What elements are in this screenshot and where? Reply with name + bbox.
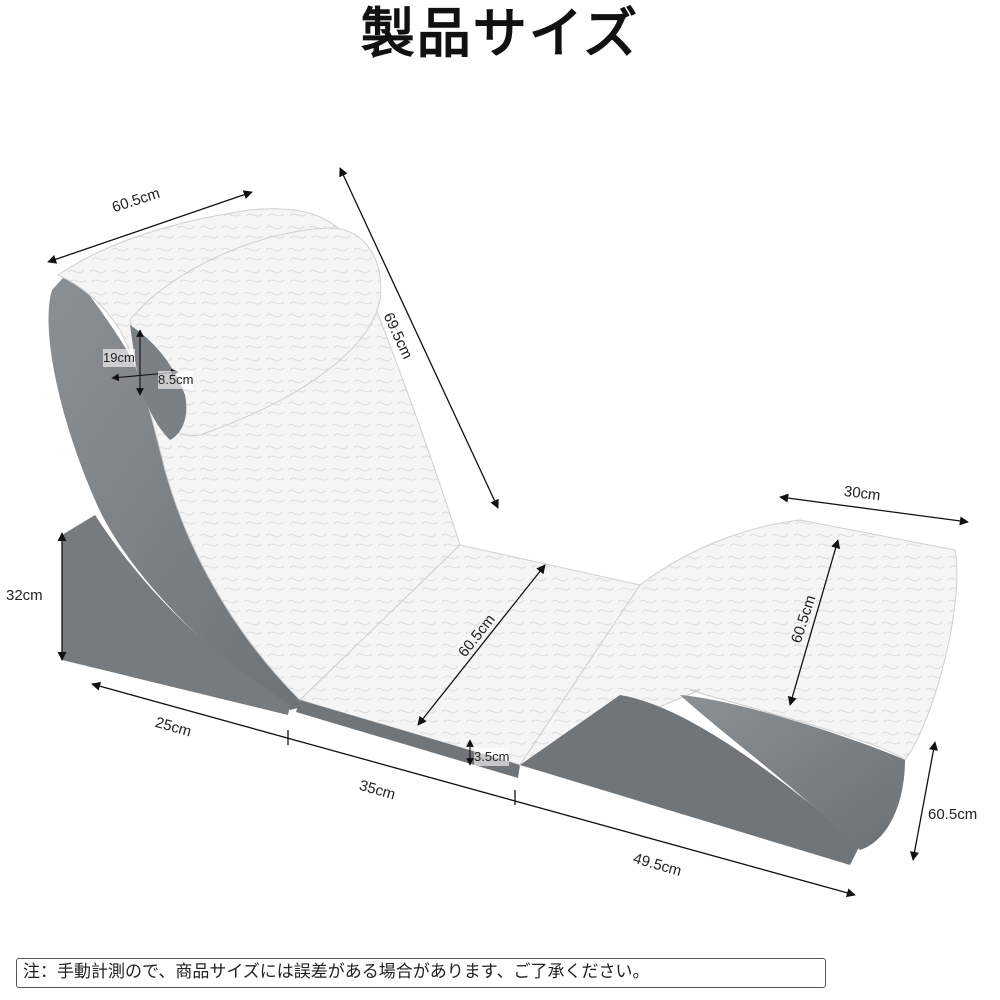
dim-line-middle-length bbox=[417, 564, 546, 726]
dim-line-backrest-width bbox=[47, 190, 253, 264]
dim-line-bottom bbox=[91, 681, 856, 898]
label-middle-thickness: 3.5cm bbox=[474, 748, 510, 766]
dim-line-leg-length bbox=[787, 539, 841, 706]
label-base-height: 32cm bbox=[6, 587, 43, 604]
page-title: 製品サイズ bbox=[360, 2, 640, 65]
base-wedge-side bbox=[62, 515, 290, 715]
measurement-note: 注：手動計測ので、商品サイズには誤差がある場合があります、ご了承ください。 bbox=[16, 958, 826, 988]
label-leg-height: 60.5cm bbox=[928, 806, 978, 823]
dim-line-leg-height bbox=[910, 741, 938, 861]
label-pillow-height: 19cm bbox=[103, 349, 135, 367]
label-pillow-depth: 8.5cm bbox=[158, 371, 194, 389]
dim-line-leg-top-width bbox=[779, 493, 969, 526]
dim-line-backrest-length bbox=[339, 167, 499, 509]
